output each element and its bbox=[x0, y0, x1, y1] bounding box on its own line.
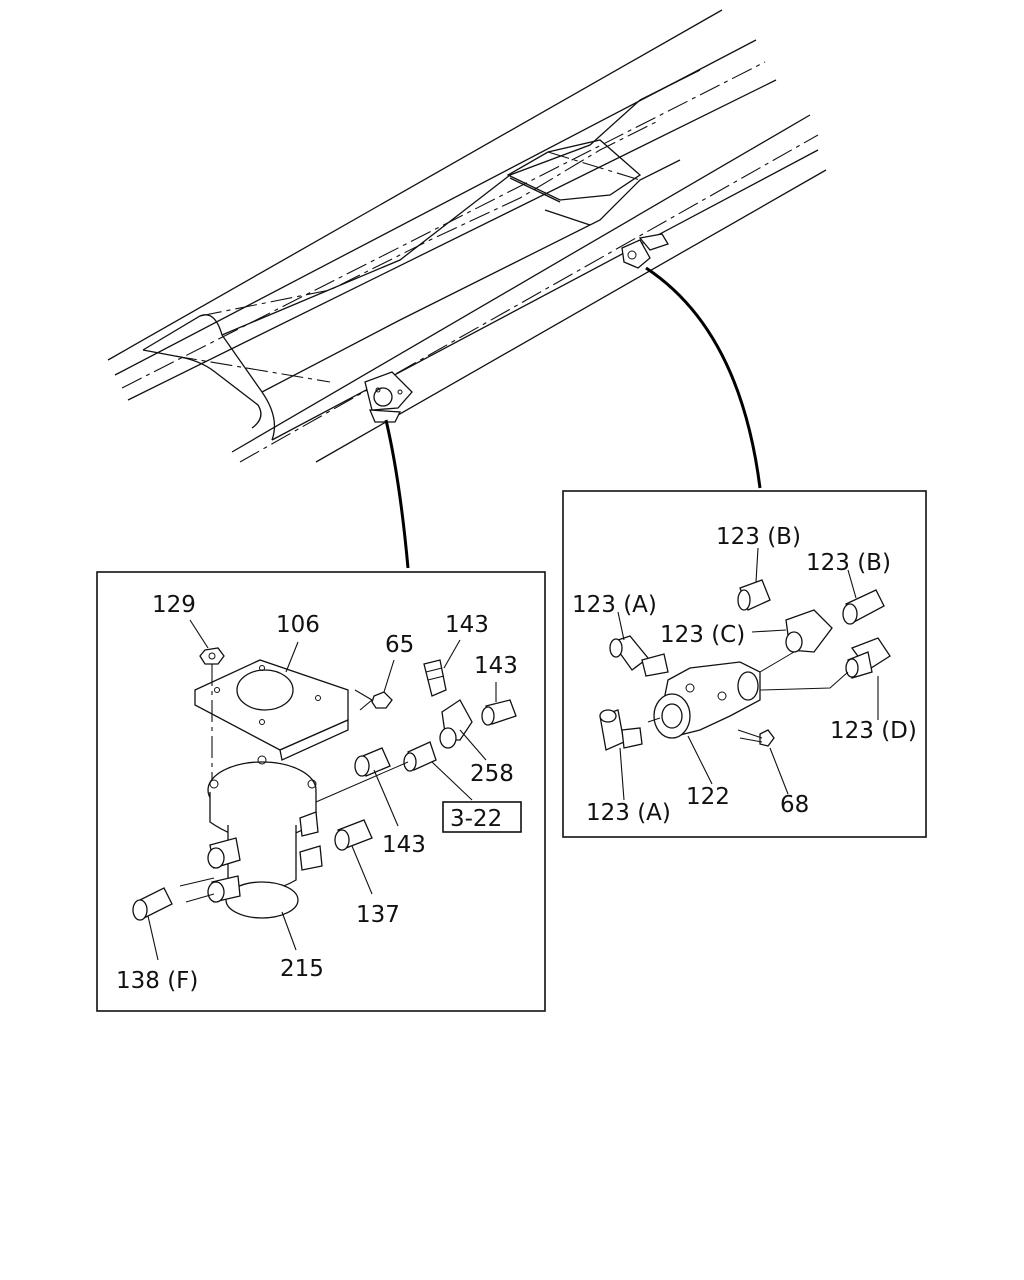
fitting-123b-right-icon bbox=[842, 589, 885, 625]
chassis-frame bbox=[107, 9, 827, 463]
callout-122: 122 bbox=[686, 784, 730, 810]
frame-valve-left bbox=[364, 371, 413, 423]
callout-106: 106 bbox=[276, 612, 320, 638]
valve-122-icon bbox=[653, 661, 761, 739]
frame-valve-right bbox=[621, 233, 669, 269]
callout-68: 68 bbox=[780, 792, 809, 818]
callout-137: 137 bbox=[356, 902, 400, 928]
callout-215: 215 bbox=[280, 956, 324, 982]
fitting-138f-icon bbox=[132, 887, 173, 921]
fitting-143-top-icon bbox=[423, 659, 447, 697]
callout-143-mid: 143 bbox=[382, 832, 426, 858]
callout-123a-top: 123 (A) bbox=[572, 592, 657, 618]
fitting-123a-bottom-icon bbox=[599, 709, 643, 751]
callout-123c: 123 (C) bbox=[660, 622, 745, 648]
callout-65: 65 bbox=[385, 632, 414, 658]
relay-valve-215-icon bbox=[207, 755, 323, 919]
right-detail-box: 123 (B) 123 (B) 123 (A) 123 (C) 123 (D) … bbox=[562, 490, 927, 838]
left-detail-box: 129 106 65 143 143 258 3-22 143 137 215 … bbox=[96, 571, 546, 1012]
callout-123d: 123 (D) bbox=[830, 718, 917, 744]
callout-123b-right: 123 (B) bbox=[806, 550, 891, 576]
ref-3-22-box bbox=[442, 801, 522, 833]
callout-123b-left: 123 (B) bbox=[716, 524, 801, 550]
leader-to-right-box bbox=[645, 266, 762, 489]
callout-ref-3-22: 3-22 bbox=[450, 806, 502, 832]
callout-129: 129 bbox=[152, 592, 196, 618]
connector-3-22-icon bbox=[403, 741, 437, 772]
fitting-143-mid-icon bbox=[354, 747, 391, 777]
callout-143-top: 143 bbox=[445, 612, 489, 638]
nut-129-icon bbox=[199, 647, 225, 665]
callout-138f: 138 (F) bbox=[116, 968, 198, 994]
callout-143-right: 143 bbox=[474, 653, 518, 679]
bracket-106-icon bbox=[194, 659, 349, 761]
fitting-123b-left-icon bbox=[737, 579, 771, 611]
fitting-143-right-icon bbox=[481, 699, 517, 726]
callout-258: 258 bbox=[470, 761, 514, 787]
fitting-137-icon bbox=[334, 819, 373, 851]
fitting-123d-icon bbox=[845, 637, 891, 679]
elbow-258-icon bbox=[439, 699, 473, 749]
bolt-68-icon bbox=[737, 729, 775, 747]
leader-to-left-box bbox=[384, 419, 410, 569]
callout-123a-bottom: 123 (A) bbox=[586, 800, 671, 826]
fitting-123a-top-icon bbox=[609, 635, 669, 677]
